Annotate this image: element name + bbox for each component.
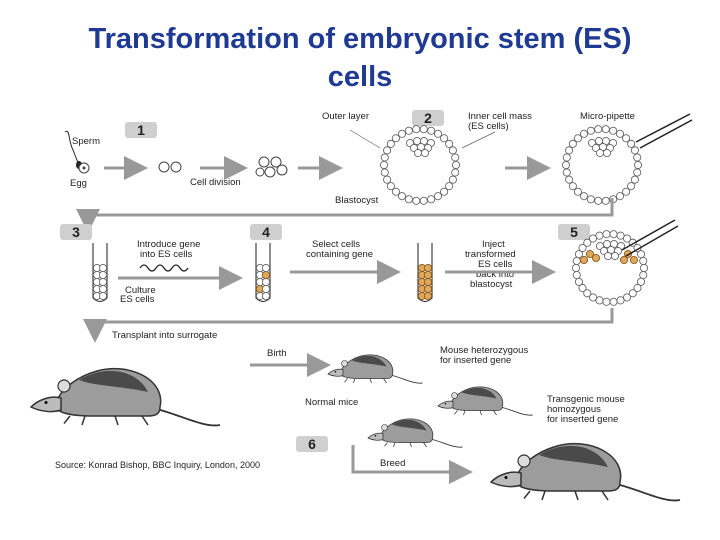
step-5-badge	[558, 224, 590, 240]
blastocyst-injected-icon	[571, 230, 649, 306]
select-cells-sublabel: containing gene	[306, 249, 373, 260]
transgenic-label: Transgenic mouse	[547, 394, 625, 405]
source-caption: Source: Konrad Bishop, BBC Inquiry, Lond…	[55, 460, 260, 470]
morula-icon	[255, 156, 288, 178]
inject-label: Inject	[482, 239, 505, 250]
outer-layer-label: Outer layer	[322, 111, 369, 122]
step-2-badge	[412, 110, 444, 126]
slide-title-line-2: cells	[327, 61, 393, 93]
blastocyst-label: Blastocyst	[335, 195, 379, 206]
inject-label-2: transformed	[465, 249, 516, 260]
breed-label: Breed	[380, 458, 405, 469]
step-1-number: 1	[137, 122, 145, 138]
heterozygous-mouse-icon	[327, 354, 423, 384]
birth-label: Birth	[267, 348, 287, 359]
injection-pipette-icon	[621, 219, 676, 251]
connector-1	[76, 198, 614, 233]
heterozygous-sublabel: for inserted gene	[440, 355, 511, 366]
heterozygous-label: Mouse heterozygous	[440, 345, 528, 356]
step-3-number: 3	[72, 224, 80, 240]
slide-title: Transformation of embryonic stem (ES) ce…	[0, 20, 720, 96]
transgenic-mouse-icon	[490, 442, 681, 502]
inject-label-3: ES cells	[478, 259, 513, 270]
step-5: 5 Inject transformed ES cells back into …	[445, 219, 679, 306]
step-6-badge	[296, 436, 328, 452]
transgenic-label-2: homozygous	[547, 404, 601, 415]
select-cells-label: Select cells	[312, 239, 360, 250]
micro-pipette-label: Micro-pipette	[580, 111, 635, 122]
step-2: 2 Outer layer Inner cell mass (ES cells)…	[322, 110, 693, 206]
culture-label: Culture	[125, 285, 156, 296]
normal-mice-label: Normal mice	[305, 397, 358, 408]
blastocyst-pipette-icon	[561, 125, 643, 205]
normal-mouse-2-icon	[367, 418, 463, 448]
two-cell-icon	[158, 161, 170, 173]
connector-2	[83, 308, 614, 343]
blastocyst-icon	[379, 125, 461, 205]
step-3: 3 Introduce gene into ES cells Culture E…	[60, 224, 243, 305]
sperm-label: Sperm	[72, 136, 100, 147]
step-3-badge	[60, 224, 92, 240]
step-4: 4 Select cells containing gene	[250, 224, 433, 303]
inner-cell-mass-label: Inner cell mass	[468, 111, 532, 122]
transgenic-label-3: for inserted gene	[547, 414, 618, 425]
breed-arrow	[351, 445, 473, 484]
inject-label-4: back into	[476, 269, 514, 280]
step-4-badge	[250, 224, 282, 240]
introduce-gene-label: Introduce gene	[137, 239, 200, 250]
step-4-number: 4	[262, 224, 270, 240]
step-1: 1 Sperm Egg Cell division	[64, 122, 343, 189]
step-5-number: 5	[570, 224, 578, 240]
transplant-label: Transplant into surrogate	[112, 330, 217, 341]
step-2-number: 2	[424, 110, 432, 126]
slide-title-line-1: Transformation of embryonic stem (ES)	[88, 23, 632, 55]
micro-pipette-icon	[639, 119, 693, 149]
step-6: 6 Breed	[296, 436, 473, 484]
inner-cell-mass-sublabel: (ES cells)	[468, 121, 509, 132]
cell-division-label: Cell division	[190, 177, 241, 188]
step-1-badge	[125, 122, 157, 138]
introduce-gene-sublabel: into ES cells	[140, 249, 193, 260]
sperm-icon	[64, 130, 79, 164]
inject-label-5: blastocyst	[470, 279, 513, 290]
surrogate-mouse-icon	[30, 367, 221, 427]
normal-mouse-icon	[437, 386, 533, 416]
step-6-number: 6	[308, 436, 316, 452]
culture-sublabel: ES cells	[120, 294, 155, 305]
egg-label: Egg	[70, 178, 87, 189]
gene-dna-icon	[139, 264, 189, 272]
